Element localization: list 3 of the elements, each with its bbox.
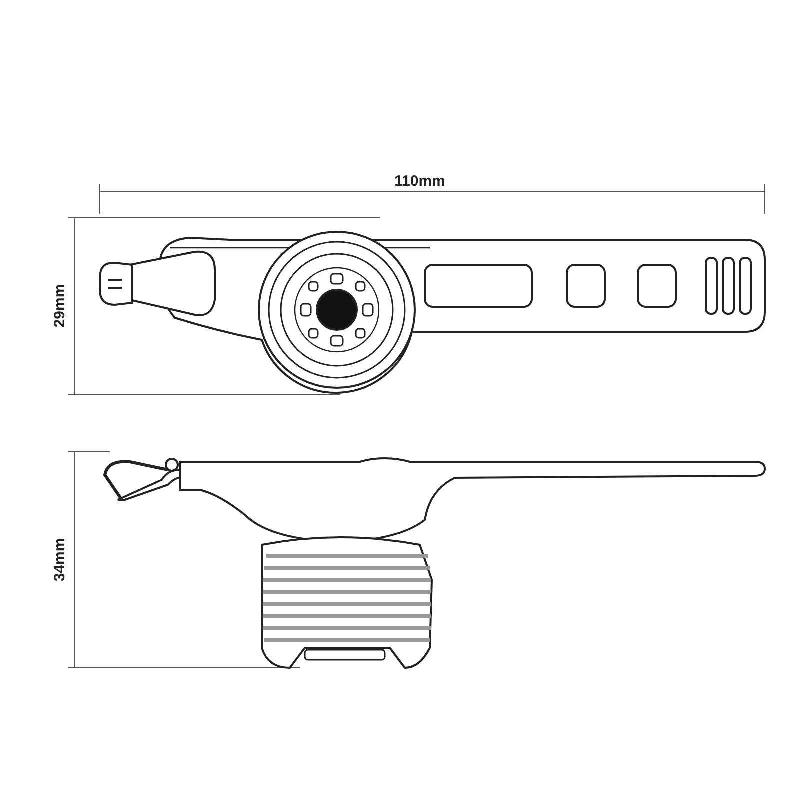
dimension-label: 29mm <box>51 284 70 328</box>
dimension-label: 110mm <box>394 173 446 191</box>
dimension-label: 34mm <box>51 538 70 582</box>
